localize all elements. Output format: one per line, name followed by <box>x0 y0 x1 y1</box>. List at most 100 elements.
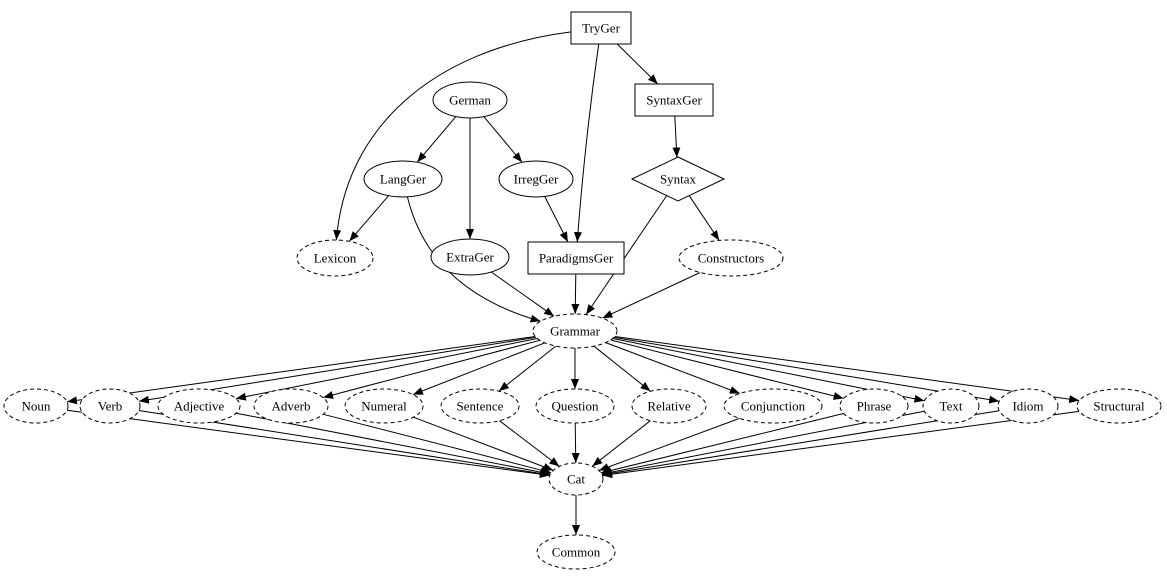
edge-Grammar-Conjunction <box>605 342 741 394</box>
node-shape-ellipse-dashed <box>839 388 909 424</box>
node-label: Relative <box>647 398 691 413</box>
node-shape-ellipse-dashed <box>678 239 784 277</box>
node-label: Text <box>940 398 963 413</box>
edge-Noun-Cat <box>66 409 550 479</box>
node-Conjunction: Conjunction <box>723 388 823 424</box>
edge-LangGer-Grammar <box>406 196 541 323</box>
edge-Numeral-Cat <box>413 416 554 471</box>
node-IrregGer: IrregGer <box>498 160 574 198</box>
edge-Grammar-Adjective <box>235 338 538 401</box>
node-Adverb: Adverb <box>253 388 329 424</box>
node-SyntaxGer: SyntaxGer <box>634 83 714 117</box>
node-Syntax: Syntax <box>630 156 726 202</box>
node-shape-ellipse-dashed <box>723 388 823 424</box>
node-Idiom: Idiom <box>997 388 1059 424</box>
edge-Idiom-Cat <box>601 410 1000 478</box>
node-Question: Question <box>535 388 615 424</box>
node-Constructors: Constructors <box>678 239 784 277</box>
node-shape-ellipse-dashed <box>79 388 141 424</box>
node-label: IrregGer <box>514 171 559 186</box>
node-shape-ellipse-dashed <box>548 462 604 496</box>
edge-German-IrregGer <box>483 116 523 163</box>
edge-Grammar-Relative <box>593 345 651 392</box>
node-label: Phrase <box>857 398 892 413</box>
node-shape-ellipse-dashed <box>532 313 618 349</box>
edge-LangGer-Lexicon <box>348 195 389 242</box>
edge-Grammar-Noun <box>66 336 536 405</box>
edge-Grammar-Sentence <box>498 345 557 392</box>
node-label: LangGer <box>380 171 427 186</box>
node-shape-ellipse <box>363 160 443 198</box>
node-Structural: Structural <box>1076 388 1162 424</box>
node-label: TryGer <box>582 20 620 35</box>
node-label: Grammar <box>550 323 600 338</box>
node-Verb: Verb <box>79 388 141 424</box>
edge-TryGer-ParadigmsGer <box>573 43 600 243</box>
node-shape-ellipse-dashed <box>535 388 615 424</box>
edge-Grammar-Phrase <box>610 339 844 400</box>
node-shape-ellipse-dashed <box>631 388 707 424</box>
node-Common: Common <box>536 534 616 570</box>
node-label: Structural <box>1093 398 1145 413</box>
edge-Sentence-Cat <box>499 420 560 467</box>
node-TryGer: TryGer <box>570 11 632 45</box>
edge-Conjunction-Cat <box>598 417 740 471</box>
node-label: SyntaxGer <box>646 92 702 107</box>
node-shape-ellipse-dashed <box>536 534 616 570</box>
node-shape-ellipse-dashed <box>296 239 374 277</box>
node-shape-ellipse-dashed <box>157 388 241 424</box>
node-label: Syntax <box>660 171 697 186</box>
node-label: Lexicon <box>314 250 357 265</box>
edge-ExtraGer-Grammar <box>491 271 555 317</box>
edge-Grammar-Idiom <box>613 336 1000 404</box>
node-label: Adverb <box>272 398 311 413</box>
node-label: Constructors <box>698 250 764 265</box>
node-shape-diamond <box>630 156 726 202</box>
node-label: Cat <box>567 471 585 486</box>
node-label: ParadigmsGer <box>539 250 614 265</box>
node-Relative: Relative <box>631 388 707 424</box>
edge-Constructors-Grammar <box>602 272 701 319</box>
node-Sentence: Sentence <box>440 388 520 424</box>
edge-Adverb-Cat <box>323 413 552 475</box>
node-German: German <box>432 81 508 119</box>
node-label: Question <box>552 398 599 413</box>
node-label: Sentence <box>457 398 504 413</box>
edge-Relative-Cat <box>591 420 651 467</box>
node-ExtraGer: ExtraGer <box>430 238 510 276</box>
node-label: Idiom <box>1012 398 1043 413</box>
node-label: Verb <box>98 398 123 413</box>
node-shape-ellipse-dashed <box>997 388 1059 424</box>
edge-Adjective-Cat <box>236 412 551 477</box>
node-Grammar: Grammar <box>532 313 618 349</box>
edge-Grammar-Structural <box>614 336 1080 404</box>
node-Text: Text <box>922 388 980 424</box>
edge-German-LangGer <box>416 116 457 163</box>
node-shape-ellipse-dashed <box>253 388 329 424</box>
node-label: German <box>449 92 491 107</box>
edge-TryGer-Lexicon <box>333 31 572 241</box>
node-shape-ellipse <box>432 81 508 119</box>
node-Lexicon: Lexicon <box>296 239 374 277</box>
node-ParadigmsGer: ParadigmsGer <box>527 241 625 275</box>
node-shape-ellipse <box>498 160 574 198</box>
node-shape-ellipse-dashed <box>1076 388 1162 424</box>
node-label: Noun <box>22 398 51 413</box>
node-Numeral: Numeral <box>344 388 424 424</box>
node-Adjective: Adjective <box>157 388 241 424</box>
node-label: Common <box>552 544 601 559</box>
node-Cat: Cat <box>548 462 604 496</box>
node-shape-rect <box>570 11 632 45</box>
edge-Phrase-Cat <box>600 413 844 475</box>
edge-Structural-Cat <box>602 410 1080 479</box>
node-Phrase: Phrase <box>839 388 909 424</box>
edge-Grammar-Numeral <box>412 342 546 396</box>
node-shape-ellipse <box>430 238 510 276</box>
node-shape-ellipse-dashed <box>3 388 69 424</box>
node-shape-ellipse-dashed <box>344 388 424 424</box>
edge-TryGer-SyntaxGer <box>616 43 659 85</box>
node-shape-rect <box>527 241 625 275</box>
